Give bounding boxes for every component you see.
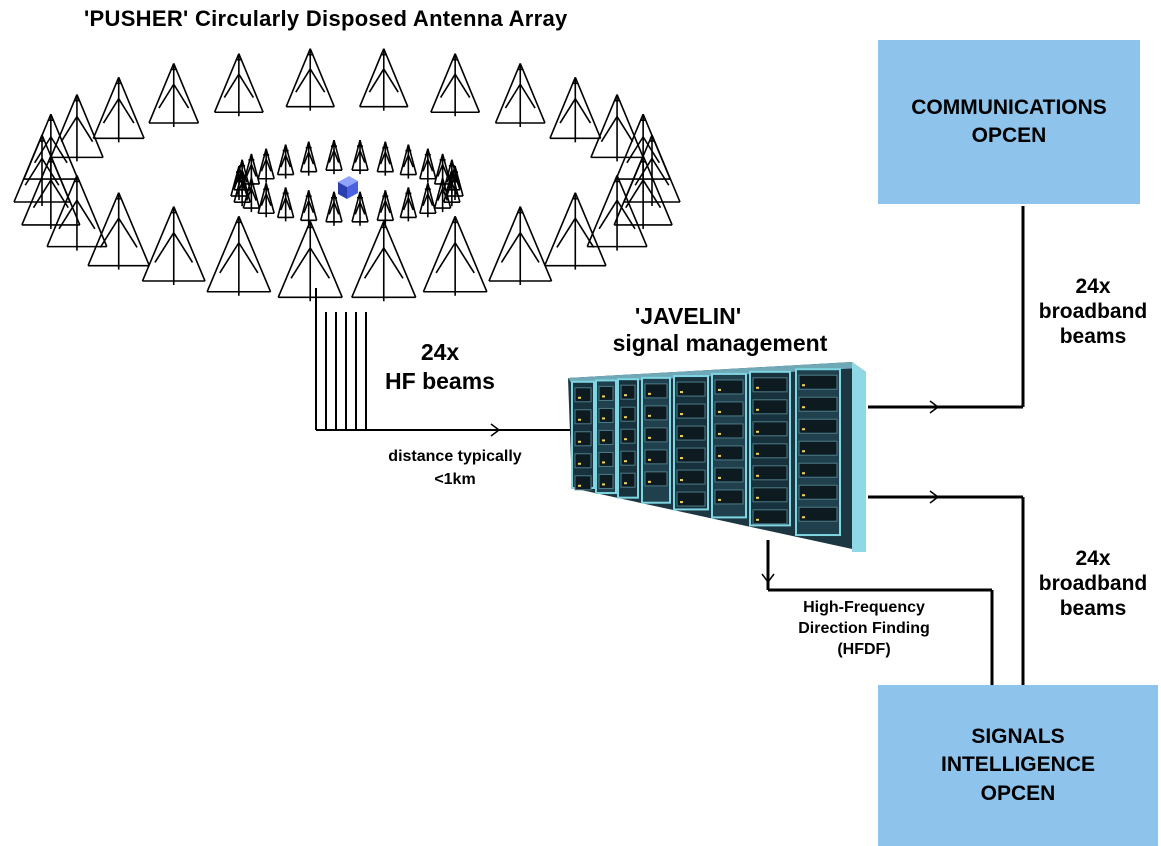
outer-antenna-9	[50, 94, 104, 162]
outer-antenna-15	[21, 155, 81, 229]
hf-arrow-icon	[490, 423, 501, 437]
javelin-subtitle: signal management	[612, 330, 828, 356]
inner-antenna-4	[399, 144, 418, 179]
outer-antenna-14	[613, 155, 673, 229]
hfdf-label: High-Frequency Direction Finding (HFDF)	[758, 598, 970, 660]
communications-opcen-box: COMMUNICATIONS OPCEN	[878, 40, 1140, 204]
broadband-top-count: 24x	[1075, 275, 1111, 298]
broadband-bottom-line1: broadband	[1038, 572, 1148, 596]
inner-antenna-2	[299, 141, 318, 176]
rack-column-0	[571, 380, 595, 491]
rack-column-3	[641, 376, 671, 504]
hf-beams-text: HF beams	[385, 367, 495, 394]
inner-antenna-24	[351, 191, 369, 226]
broadband-bottom-label: 24x broadband beams	[1025, 546, 1161, 622]
outer-antenna-5	[148, 63, 200, 127]
distance-label: distance typically <1km	[355, 445, 555, 491]
broadband-bottom-line2: beams	[1059, 597, 1127, 621]
central-cube-icon	[338, 176, 358, 199]
broadband-bottom-count: 24x	[1075, 547, 1111, 570]
javelin-label: 'JAVELIN'	[598, 304, 778, 328]
rack-column-1	[595, 379, 617, 495]
inner-antenna-14	[443, 172, 461, 207]
broadband-top-label: 24x broadband beams	[1025, 274, 1161, 350]
distance-line2: <1km	[434, 471, 476, 489]
inner-antenna-6	[257, 148, 275, 183]
inner-antenna-17	[242, 177, 261, 213]
outer-antenna-22	[422, 216, 488, 296]
rack-column-5	[711, 372, 747, 519]
outer-antenna-8	[590, 94, 644, 162]
inner-antenna-7	[419, 148, 437, 183]
hf-feed-lines	[315, 288, 575, 431]
outer-antenna-20	[488, 206, 553, 286]
inner-antenna-16	[433, 177, 452, 213]
inner-antenna-0	[325, 139, 343, 175]
inner-antenna-20	[399, 187, 418, 222]
outer-antenna-1	[358, 48, 409, 111]
outer-antenna-2	[430, 53, 481, 117]
hfdf-line1: High-Frequency	[803, 599, 925, 616]
rack-column-4	[673, 375, 709, 511]
sigint-arrow-icon	[929, 490, 940, 504]
hfdf-line2: Direction Finding	[798, 619, 930, 637]
broadband-top-line1: broadband	[1038, 300, 1148, 324]
inner-antenna-21	[276, 187, 295, 222]
inner-antenna-15	[233, 172, 251, 207]
outer-antenna-16	[586, 175, 648, 251]
outer-antenna-17	[46, 175, 108, 251]
inner-antenna-19	[257, 183, 275, 218]
javelin-rack	[568, 362, 866, 552]
outer-antenna-3	[213, 53, 264, 117]
outer-antenna-0	[285, 48, 336, 111]
inner-antenna-18	[419, 183, 437, 218]
javelin-name: 'JAVELIN'	[634, 303, 742, 329]
sigint-box-line2: INTELLIGENCE	[940, 753, 1095, 777]
outer-antenna-25	[277, 221, 343, 302]
outer-antenna-19	[87, 192, 151, 270]
inner-antenna-25	[325, 191, 343, 226]
communications-box-line1: COMMUNICATIONS	[911, 95, 1107, 119]
outer-antenna-4	[494, 63, 546, 127]
rack-column-6	[749, 370, 791, 527]
rack-column-2	[617, 378, 639, 499]
signals-intelligence-opcen-box: SIGNALS INTELLIGENCE OPCEN	[878, 685, 1158, 846]
communications-box-line2: OPCEN	[971, 124, 1047, 147]
inner-antenna-5	[276, 144, 295, 179]
hf-beams-label: 24x HF beams	[380, 338, 500, 396]
inner-antenna-23	[299, 190, 318, 225]
outer-antenna-6	[549, 77, 602, 143]
antenna-array-title: 'PUSHER' Circularly Disposed Antenna Arr…	[84, 6, 568, 31]
rack-column-7	[795, 368, 841, 537]
hfdf-arrow-icon	[761, 573, 775, 584]
hfdf-line3: (HFDF)	[837, 640, 891, 658]
inner-antenna-1	[351, 139, 369, 175]
sigint-box-line3: OPCEN	[980, 781, 1056, 805]
sigint-box-line1: SIGNALS	[971, 724, 1065, 748]
broadband-top-line2: beams	[1059, 325, 1127, 349]
inner-antenna-3	[376, 141, 395, 176]
comms-link-line	[868, 206, 1025, 409]
distance-line1: distance typically	[388, 448, 522, 465]
inner-antenna-8	[242, 153, 261, 188]
outer-antenna-24	[351, 221, 417, 302]
antenna-array	[13, 48, 681, 302]
hf-beams-count: 24x	[420, 339, 460, 365]
comms-arrow-icon	[929, 400, 940, 414]
inner-antenna-22	[376, 190, 395, 225]
outer-antenna-18	[543, 192, 607, 270]
outer-antenna-7	[92, 77, 145, 143]
outer-antenna-21	[141, 206, 206, 286]
outer-antenna-23	[206, 216, 272, 296]
sigint-link-line	[868, 495, 1025, 686]
